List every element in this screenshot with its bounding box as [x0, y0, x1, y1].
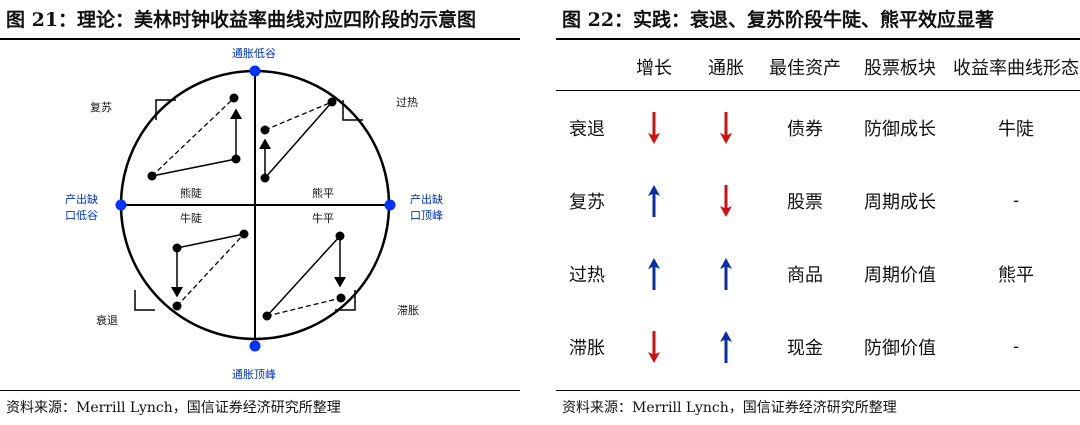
row-sector: 周期成长: [864, 191, 936, 213]
row-sector: 防御价值: [864, 337, 936, 359]
quadrant-recession-label: 衰退: [96, 313, 118, 327]
header-growth: 增长: [618, 44, 690, 91]
curve-bear-flat-label: 熊平: [312, 186, 334, 200]
row-best-asset: 股票: [787, 191, 823, 213]
row-inflation: [690, 237, 762, 310]
row-curve-shape: -: [1012, 190, 1020, 211]
arrow-up-icon: [648, 257, 660, 290]
row-growth: [618, 91, 690, 165]
figure-21-title: 图 21：理论：美林时钟收益率曲线对应四阶段的示意图: [0, 0, 520, 40]
row-curve-shape: -: [1012, 336, 1020, 357]
row-sector: 防御成长: [864, 118, 936, 140]
quadrant-overheat-label: 过热: [396, 96, 418, 109]
row-growth: [618, 310, 690, 383]
upper-right-curve: [259, 97, 337, 183]
row-best-asset: 现金: [787, 337, 823, 359]
lower-left-curve: [171, 229, 249, 311]
row-phase: 复苏: [569, 191, 605, 213]
table-row: 过热 商品 周期价值 熊平: [556, 237, 1080, 310]
arrow-down-icon: [648, 330, 660, 363]
header-curve-shape: 收益率曲线形态: [952, 44, 1080, 91]
header-sector: 股票板块: [848, 44, 952, 91]
row-inflation: [690, 164, 762, 237]
row-phase: 过热: [569, 264, 605, 286]
arrow-down-icon: [720, 184, 732, 217]
left-label-line1: 产出缺: [65, 192, 98, 206]
left-label-line2: 口低谷: [65, 209, 98, 222]
top-node: [249, 65, 261, 77]
asset-table: 增长 通胀 最佳资产 股票板块 收益率曲线形态 衰退债券防御成长牛陡复苏股票周期…: [556, 44, 1080, 383]
bottom-node: [249, 340, 261, 352]
row-best-asset: 债券: [787, 118, 823, 140]
header-phase: [556, 44, 618, 91]
figure-22-panel: 图 22：实践：衰退、复苏阶段牛陡、熊平效应显著 增长 通胀 最佳资产 股票板块…: [556, 0, 1080, 424]
upper-left-curve: [147, 93, 242, 181]
arrow-down-icon: [720, 111, 732, 144]
right-node: [384, 199, 396, 211]
clock-tick-lower-left: [134, 290, 155, 311]
figure-21-panel: 图 21：理论：美林时钟收益率曲线对应四阶段的示意图 通胀低谷 通胀顶峰 产出缺…: [0, 0, 520, 424]
top-label: 通胀低谷: [232, 47, 276, 60]
row-curve-shape: 熊平: [998, 264, 1034, 286]
row-inflation: [690, 91, 762, 165]
figure-21-source: 资料来源：Merrill Lynch，国信证券经济研究所整理: [0, 390, 520, 424]
table-row: 衰退 债券 防御成长 牛陡: [556, 91, 1080, 165]
arrow-down-icon: [648, 111, 660, 144]
curve-bull-flat-label: 牛平: [312, 211, 334, 225]
arrow-up-icon: [648, 184, 660, 217]
row-best-asset: 商品: [787, 264, 823, 286]
clock-tick-lower-right: [335, 290, 356, 311]
bottom-label: 通胀顶峰: [232, 368, 276, 381]
row-phase: 滞胀: [569, 337, 605, 359]
clock-tick-upper-left: [155, 99, 176, 120]
header-inflation: 通胀: [690, 44, 762, 91]
figure-22-title: 图 22：实践：衰退、复苏阶段牛陡、熊平效应显著: [556, 0, 1080, 40]
row-sector: 周期价值: [864, 264, 936, 286]
row-growth: [618, 237, 690, 310]
left-node: [115, 199, 127, 211]
row-curve-shape: 牛陡: [998, 118, 1034, 140]
quadrant-stagflation-label: 滞胀: [397, 304, 419, 317]
row-inflation: [690, 310, 762, 383]
table-header-row: 增长 通胀 最佳资产 股票板块 收益率曲线形态: [556, 44, 1080, 91]
row-growth: [618, 164, 690, 237]
clock-tick-upper-right: [342, 100, 363, 121]
right-label-line2: 口顶峰: [410, 209, 443, 222]
row-phase: 衰退: [569, 118, 605, 140]
table-row: 复苏 股票 周期成长 -: [556, 164, 1080, 237]
curve-bear-steep-label: 熊陡: [180, 186, 202, 200]
quadrant-recovery-label: 复苏: [90, 100, 112, 114]
arrow-up-icon: [720, 330, 732, 363]
merrill-clock-diagram: 通胀低谷 通胀顶峰 产出缺 口低谷 产出缺 口顶峰 复苏 过热 衰退 滞胀 熊陡…: [65, 47, 443, 381]
right-label-line1: 产出缺: [410, 192, 443, 206]
table-row: 滞胀 现金 防御价值 -: [556, 310, 1080, 383]
figure-22-source: 资料来源：Merrill Lynch，国信证券经济研究所整理: [556, 390, 1080, 424]
arrow-up-icon: [720, 257, 732, 290]
lower-right-curve: [262, 231, 346, 321]
header-best-asset: 最佳资产: [762, 44, 848, 91]
curve-bull-steep-label: 牛陡: [180, 211, 202, 225]
